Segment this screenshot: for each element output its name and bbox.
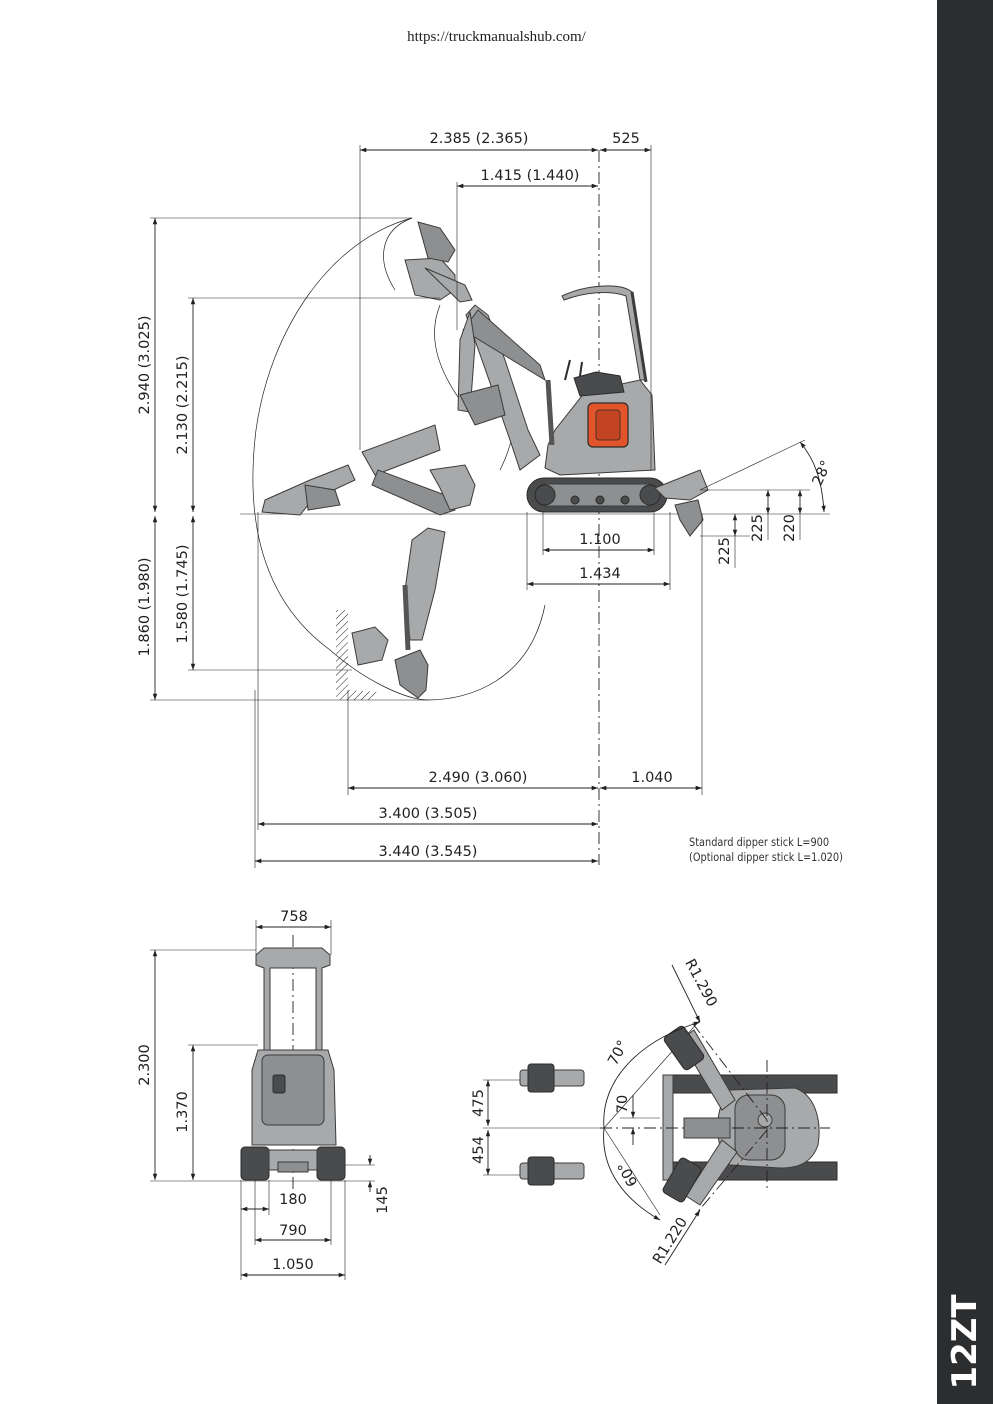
label-track-length: 1.434 bbox=[579, 566, 621, 582]
dim-radius-left bbox=[671, 964, 701, 1023]
side-band bbox=[937, 0, 993, 1404]
label-overall-width: 1.050 bbox=[272, 1257, 314, 1273]
dozer-blade bbox=[654, 469, 709, 501]
label-total-height: 2.300 bbox=[137, 1044, 153, 1086]
label-right-offset: 454 bbox=[471, 1136, 487, 1164]
swing-arc bbox=[603, 1021, 701, 1221]
note-line-1: Standard dipper stick L=900 bbox=[689, 835, 830, 849]
arm-offset-right bbox=[519, 1156, 585, 1186]
arm-reach-position bbox=[261, 424, 476, 516]
label-front-radius: 1.415 (1.440) bbox=[481, 168, 580, 184]
track-front-left bbox=[240, 1146, 270, 1181]
source-url: https://truckmanualshub.com/ bbox=[407, 29, 586, 45]
boom-swing-left bbox=[663, 1025, 736, 1111]
trench-floor-hatch bbox=[336, 690, 378, 700]
arm-offset-left bbox=[519, 1063, 585, 1093]
label-vertical-depth: 1.580 (1.745) bbox=[175, 545, 191, 644]
boom-raised bbox=[465, 304, 541, 471]
label-offset: 70 bbox=[615, 1095, 631, 1113]
label-dig-height: 2.940 (3.025) bbox=[137, 316, 153, 415]
top-view: 70° 60° R1.290 R1.220 475 454 70 bbox=[471, 957, 838, 1267]
label-front-overhang: 525 bbox=[612, 131, 640, 147]
label-reach-ground: 3.400 (3.505) bbox=[379, 806, 478, 822]
dig-envelope-arc bbox=[252, 217, 546, 701]
canopy-side bbox=[561, 285, 647, 381]
label-blade-lift: 225 bbox=[750, 514, 766, 542]
trench-wall-hatch bbox=[336, 610, 348, 690]
dipper-stick-note: Standard dipper stick L=900 (Optional di… bbox=[689, 835, 843, 865]
label-cab-height: 1.370 bbox=[175, 1091, 191, 1133]
label-track-width: 180 bbox=[279, 1192, 307, 1208]
label-dig-depth: 1.860 (1.980) bbox=[137, 558, 153, 657]
dim-radius-right bbox=[664, 1209, 701, 1266]
blade-top bbox=[662, 1074, 674, 1181]
track-front-right bbox=[316, 1146, 346, 1181]
label-min-reach: 2.490 (3.060) bbox=[429, 770, 528, 786]
label-track-gauge: 790 bbox=[279, 1223, 307, 1239]
label-max-reach: 3.440 (3.545) bbox=[379, 844, 478, 860]
label-ground-clearance: 145 bbox=[375, 1186, 391, 1214]
label-track-ground: 1.100 bbox=[579, 532, 621, 548]
label-blade-height: 220 bbox=[782, 514, 798, 542]
label-left-offset: 475 bbox=[471, 1089, 487, 1117]
label-radius-right: R1.220 bbox=[650, 1215, 691, 1267]
excavator-side bbox=[404, 221, 709, 537]
arm-dig-position bbox=[351, 527, 446, 699]
dim-blade-angle bbox=[799, 441, 826, 513]
label-dump-height: 2.130 (2.215) bbox=[175, 356, 191, 455]
note-line-2: (Optional dipper stick L=1.020) bbox=[689, 850, 843, 864]
label-tail-length: 2.385 (2.365) bbox=[430, 131, 529, 147]
front-view: 758 2.300 1.370 145 180 790 1.050 bbox=[137, 909, 391, 1280]
label-radius-left: R1.290 bbox=[681, 957, 719, 1010]
label-blade-reach: 1.040 bbox=[631, 770, 673, 786]
label-blade-drop: 225 bbox=[717, 537, 733, 565]
side-view: 2.385 (2.365) 525 1.415 (1.440) 2.940 (3… bbox=[137, 131, 835, 868]
label-canopy-width: 758 bbox=[280, 909, 308, 925]
